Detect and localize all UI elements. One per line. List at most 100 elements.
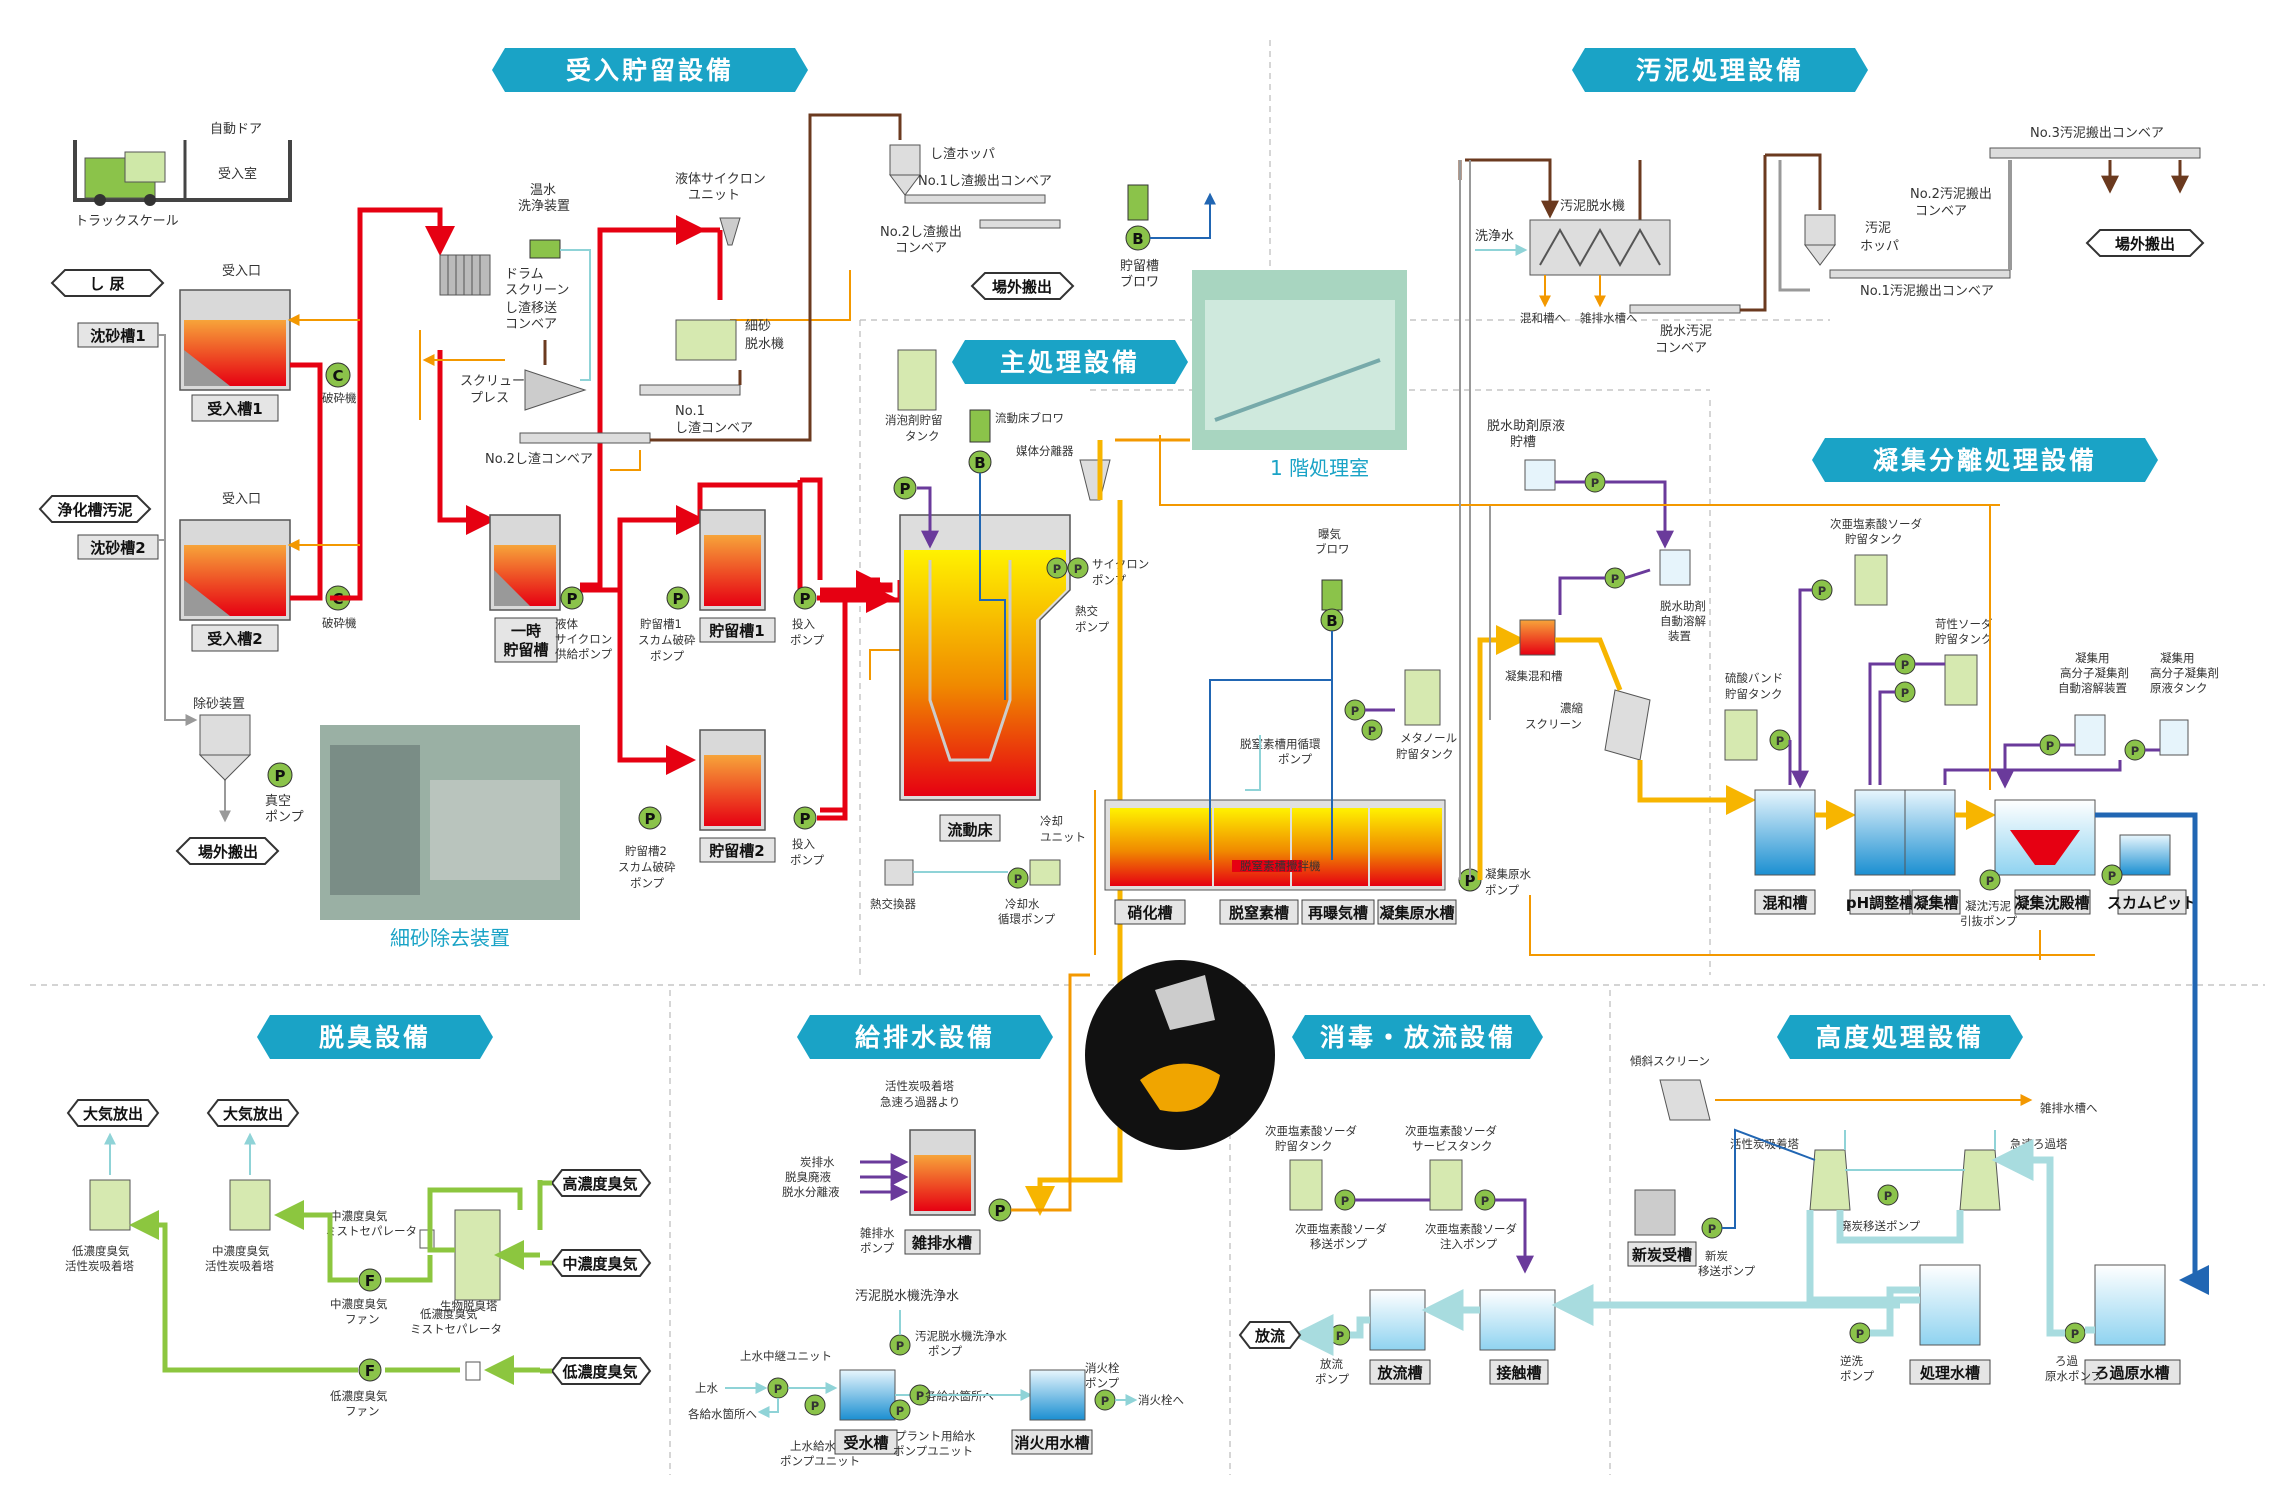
svg-text:コンベア: コンベア [1915, 204, 1967, 219]
svg-text:脱窒素槽用循環: 脱窒素槽用循環 [1240, 737, 1321, 751]
svg-text:ポンプ: ポンプ [1485, 883, 1520, 897]
svg-text:凝沈汚泥: 凝沈汚泥 [1965, 899, 2011, 913]
svg-text:貯留槽2: 貯留槽2 [625, 844, 667, 858]
svg-text:凝集原水槽: 凝集原水槽 [1379, 904, 1454, 922]
banner-main-text: 主処理設備 [1000, 348, 1140, 377]
svg-text:雑排水槽へ: 雑排水槽へ [1580, 311, 1638, 325]
svg-text:新炭受槽: 新炭受槽 [1632, 1246, 1692, 1264]
svg-text:ファン: ファン [345, 1404, 380, 1418]
svg-text:破砕機: 破砕機 [322, 391, 357, 405]
svg-text:処理水槽: 処理水槽 [1919, 1364, 1980, 1382]
svg-text:除砂装置: 除砂装置 [193, 697, 245, 712]
svg-text:再曝気槽: 再曝気槽 [1308, 904, 1368, 922]
svg-text:洗浄水: 洗浄水 [1475, 229, 1514, 244]
svg-text:P: P [567, 590, 578, 608]
svg-text:コンベア: コンベア [1655, 341, 1707, 356]
svg-text:凝集沈殿槽: 凝集沈殿槽 [2014, 894, 2089, 912]
svg-text:中濃度臭気: 中濃度臭気 [212, 1244, 270, 1258]
svg-text:ポンプ: ポンプ [928, 1344, 963, 1358]
pipe-to-fluidized-2 [817, 600, 848, 821]
label-chinsa2: 沈砂槽2 [77, 534, 159, 560]
svg-text:次亜塩素酸ソーダ: 次亜塩素酸ソーダ [1295, 1222, 1387, 1236]
label-chinsa1: 沈砂槽1 [77, 322, 159, 348]
svg-text:貯留タンク: 貯留タンク [1275, 1139, 1333, 1153]
svg-text:受入槽2: 受入槽2 [207, 630, 262, 648]
svg-text:プレス: プレス [470, 391, 509, 406]
tank-chozou2: 貯留槽2 P 貯留槽2 スカム破砕 ポンプ P 投入 ポンプ [618, 729, 825, 890]
svg-text:放流槽: 放流槽 [1376, 1364, 1422, 1382]
svg-text:原水ポンプ: 原水ポンプ [2045, 1369, 2103, 1383]
svg-text:次亜塩素酸ソーダ: 次亜塩素酸ソーダ [1405, 1124, 1497, 1138]
svg-text:循環ポンプ: 循環ポンプ [998, 912, 1056, 926]
svg-text:P: P [2131, 744, 2139, 758]
svg-text:投入: 投入 [792, 837, 815, 851]
tank-gyoshuchinden: 凝集沈殿槽 P 凝沈汚泥 引抜ポンプ [1960, 799, 2096, 928]
svg-text:P: P [896, 1404, 904, 1418]
svg-text:P: P [645, 810, 656, 828]
svg-text:混和槽へ: 混和槽へ [1520, 311, 1566, 325]
svg-text:媒体分離器: 媒体分離器 [1016, 444, 1074, 458]
svg-text:移送ポンプ: 移送ポンプ [1698, 1264, 1756, 1278]
svg-text:No.3汚泥搬出コンベア: No.3汚泥搬出コンベア [2030, 126, 2164, 141]
svg-text:上水: 上水 [695, 1381, 718, 1395]
svg-text:No.2汚泥搬出: No.2汚泥搬出 [1910, 187, 1992, 202]
svg-text:ドラム: ドラム [505, 267, 544, 282]
svg-text:次亜塩素酸ソーダ: 次亜塩素酸ソーダ [1265, 1124, 1357, 1138]
truck-area: 自動ドア 受入室 トラックスケール [73, 122, 292, 229]
svg-text:ミストセパレータ: ミストセパレータ [410, 1322, 502, 1336]
svg-text:細砂除去装置: 細砂除去装置 [390, 926, 510, 950]
svg-text:サービスタンク: サービスタンク [1412, 1139, 1493, 1153]
desander-icon: 除砂装置 P 真空 ポンプ [193, 697, 304, 825]
pipe-orange-return [1529, 895, 2095, 956]
svg-text:脱水機: 脱水機 [745, 337, 784, 352]
svg-text:P: P [1351, 704, 1359, 718]
advanced-section: 傾斜スクリーン 雑排水槽へ 活性炭吸着塔 急速ろ過塔 P 廃炭移送ポンプ 新炭受… [1627, 1054, 2181, 1385]
svg-text:P: P [1074, 562, 1082, 576]
svg-text:場外搬出: 場外搬出 [198, 843, 258, 861]
svg-text:大気放出: 大気放出 [223, 1105, 283, 1123]
pipe-brown-sludge-in [1465, 158, 1559, 219]
pill-jogai-2: 場外搬出 [175, 837, 280, 865]
banner-advanced: 高度処理設備 [1777, 1015, 2023, 1059]
svg-text:ポンプ: ポンプ [650, 649, 685, 663]
svg-text:B: B [974, 454, 985, 472]
svg-text:傾斜スクリーン: 傾斜スクリーン [1630, 1054, 1710, 1068]
svg-text:液体サイクロン: 液体サイクロン [675, 172, 766, 187]
svg-text:し渣移送: し渣移送 [505, 301, 557, 316]
methanol-tank-icon: P メタノール 貯留タンク [1361, 669, 1457, 761]
banner-receiving-text: 受入貯留設備 [566, 56, 734, 85]
svg-text:スカム破砕: スカム破砕 [638, 633, 696, 647]
no2-shisa-conveyor: No.2し渣コンベア [485, 432, 651, 467]
svg-text:温水: 温水 [530, 183, 556, 198]
hot-water-washer-icon: 温水 洗浄装置 [518, 183, 591, 381]
svg-text:ポンプ: ポンプ [265, 810, 304, 825]
banner-coag-text: 凝集分離処理設備 [1873, 446, 2097, 475]
cyclone-unit-icon: 液体サイクロン ユニット 細砂 脱水機 No.1 し渣コンベア [639, 172, 784, 436]
svg-text:凝集用: 凝集用 [2075, 651, 2110, 665]
svg-text:P: P [900, 480, 911, 498]
svg-text:P: P [1901, 686, 1909, 700]
svg-text:液体: 液体 [555, 617, 578, 631]
svg-text:受水槽: 受水槽 [843, 1434, 888, 1452]
svg-text:貯留タンク: 貯留タンク [1725, 687, 1783, 701]
svg-text:真空: 真空 [265, 794, 291, 809]
svg-text:各給水箇所へ: 各給水箇所へ [688, 1407, 757, 1421]
svg-text:脱窒素槽: 脱窒素槽 [1229, 904, 1289, 922]
svg-text:自動溶解: 自動溶解 [1660, 614, 1706, 628]
tank-ukeire1: 受入槽1 受入口 [179, 264, 291, 422]
tank-chozou1: 貯留槽1 P 貯留槽1 スカム破砕 ポンプ P 投入 ポンプ [638, 509, 825, 663]
svg-text:ポンプ: ポンプ [630, 876, 665, 890]
svg-text:貯留槽1: 貯留槽1 [640, 617, 682, 631]
svg-text:P: P [995, 1202, 1006, 1220]
svg-text:貯留タンク: 貯留タンク [1396, 747, 1454, 761]
svg-text:スカムピット: スカムピット [2107, 894, 2197, 912]
svg-text:急速ろ過器より: 急速ろ過器より [880, 1095, 960, 1109]
svg-text:し渣ホッパ: し渣ホッパ [930, 147, 995, 162]
svg-text:低濃度臭気: 低濃度臭気 [330, 1389, 388, 1403]
coag-mix-tank-icon: 凝集混和槽 濃縮 スクリーン [1505, 619, 1720, 803]
svg-text:一時: 一時 [511, 622, 541, 640]
svg-text:凝集用: 凝集用 [2160, 651, 2195, 665]
aeration-blower-icon: 曝気 ブロワ B P 脱窒素槽用循環 ポンプ [1209, 527, 1395, 860]
svg-text:接触槽: 接触槽 [1496, 1364, 1541, 1382]
svg-text:B: B [1132, 230, 1143, 248]
